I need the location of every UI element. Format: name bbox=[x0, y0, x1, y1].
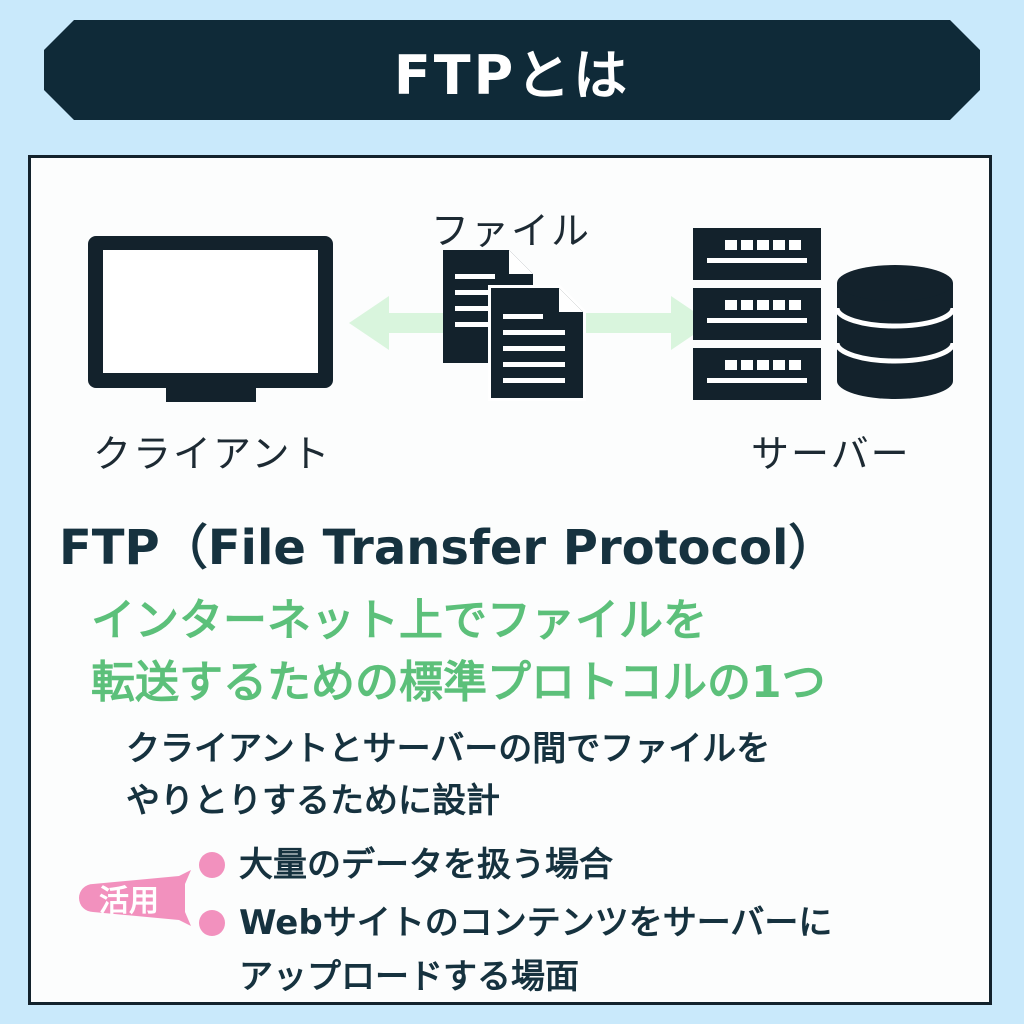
bullet-icon bbox=[199, 852, 225, 878]
monitor-icon bbox=[88, 236, 333, 402]
definition-line: インターネット上でファイルを bbox=[91, 595, 707, 646]
client-label: クライアント bbox=[93, 432, 332, 476]
usage-badge: 活用 bbox=[79, 870, 191, 926]
usage-badge-label: 活用 bbox=[99, 884, 159, 919]
list-item: 大量のデータを扱う場合 bbox=[199, 838, 979, 892]
usage-item-text: Webサイトのコンテンツをサーバーに アップロードする場面 bbox=[239, 903, 833, 997]
definition-text: インターネット上でファイルを 転送するための標準プロトコルの1つ bbox=[91, 590, 971, 714]
file-label: ファイル bbox=[431, 209, 592, 253]
file-icon bbox=[488, 285, 586, 401]
ftp-heading: FTP（File Transfer Protocol） bbox=[59, 520, 837, 576]
ftp-diagram: ファイル クライアント サーバー bbox=[31, 158, 995, 518]
usage-badge-shape bbox=[79, 870, 191, 926]
description-line: クライアントとサーバーの間でファイルを bbox=[126, 729, 771, 769]
definition-line: 転送するための標準プロトコルの1つ bbox=[91, 657, 826, 708]
usage-list: 大量のデータを扱う場合 Webサイトのコンテンツをサーバーに アップロードする場… bbox=[199, 838, 979, 1008]
content-panel: ファイル クライアント サーバー FTP（File Transfer Proto… bbox=[28, 155, 992, 1005]
bullet-icon bbox=[199, 910, 225, 936]
page-title: FTPとは bbox=[393, 43, 631, 107]
title-banner: FTPとは bbox=[44, 20, 980, 120]
description-text: クライアントとサーバーの間でファイルを やりとりするために設計 bbox=[126, 723, 966, 827]
usage-item-text: 大量のデータを扱う場合 bbox=[239, 845, 613, 885]
description-line: やりとりするために設計 bbox=[126, 781, 500, 821]
list-item: Webサイトのコンテンツをサーバーに アップロードする場面 bbox=[199, 896, 979, 1004]
diagram-graphics bbox=[88, 228, 956, 402]
database-icon bbox=[834, 265, 956, 399]
server-rack-icon bbox=[693, 228, 821, 400]
server-label: サーバー bbox=[751, 432, 911, 476]
